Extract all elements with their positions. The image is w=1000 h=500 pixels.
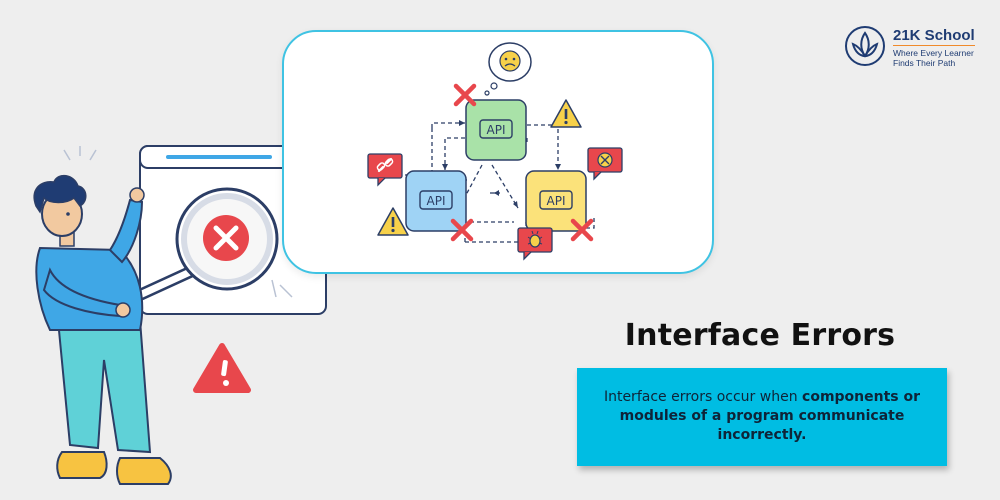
api-label-top: API: [487, 123, 506, 137]
api-node-left: API: [405, 170, 467, 232]
blocked-icon: [587, 147, 623, 181]
page-title: Interface Errors: [624, 318, 896, 353]
api-node-top: API: [465, 99, 527, 161]
error-x-icon: [453, 83, 477, 107]
api-label-left: API: [427, 194, 446, 208]
broken-link-icon: [367, 153, 403, 187]
brand-logo[interactable]: 21K School Where Every Learner Finds The…: [843, 22, 993, 70]
warning-icon: [377, 207, 409, 236]
warning-icon: [550, 99, 582, 128]
api-node-right: API: [525, 170, 587, 232]
api-diagram: API API API: [367, 42, 623, 261]
person-illustration: [33, 174, 172, 485]
lotus-logo-icon: [845, 26, 885, 66]
sad-face-icon: [484, 42, 532, 96]
brand-tagline-line1: Where Every Learner: [893, 45, 975, 58]
description-text: Interface errors occur when: [603, 389, 803, 405]
error-x-icon: [570, 218, 594, 242]
brand-name: 21K School: [893, 27, 975, 44]
error-x-icon: [450, 218, 474, 242]
description-box: Interface errors occur when components o…: [577, 368, 947, 466]
brand-tagline-line2: Finds Their Path: [893, 58, 956, 68]
api-label-right: API: [547, 194, 566, 208]
bug-icon: [517, 227, 553, 261]
warning-icon: [193, 343, 251, 393]
illustration: [33, 145, 327, 485]
description-emphasis: components or modules of a program commu…: [619, 389, 921, 443]
